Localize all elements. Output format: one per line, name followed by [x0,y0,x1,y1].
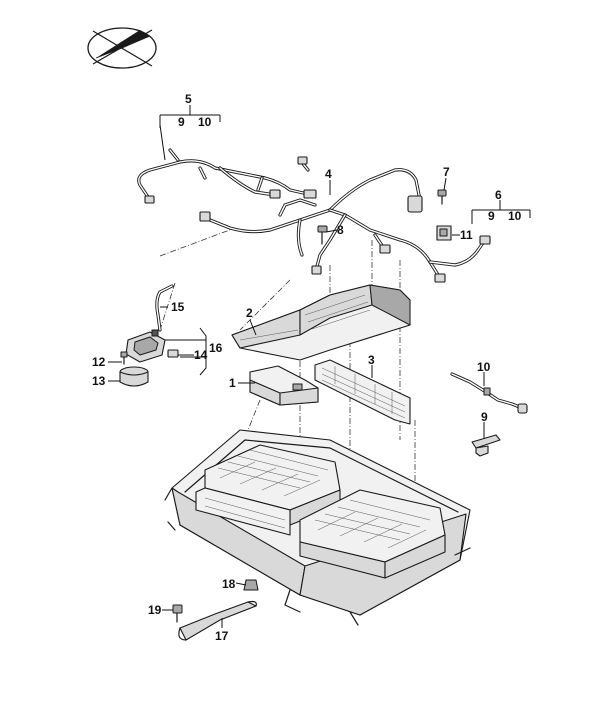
wiring-harness-5 [137,148,317,204]
callout-5: 5 [185,92,192,106]
grommet-13 [119,366,149,387]
bracket-bar-17 [178,600,257,641]
callout-1: 1 [229,376,236,390]
wiring-harness-6 [407,195,491,267]
wiring-harness-4 [199,168,446,283]
callout-7: 7 [443,165,450,179]
bolt-19 [172,604,183,623]
battery-modules-left [195,444,341,536]
callout-15: 15 [171,300,185,314]
bolt-7 [437,189,447,205]
bolt-8 [317,225,328,245]
callout-2: 2 [246,306,253,320]
callout-16: 16 [209,341,223,355]
callout-11: 11 [460,228,473,242]
nut-18 [243,579,259,591]
battery-panel-3 [314,359,411,425]
callout-4: 4 [325,167,332,181]
callout-19: 19 [148,603,162,617]
screw-12 [120,351,128,365]
callout-18: 18 [222,577,236,591]
callout-12: 12 [92,355,106,369]
callout-6: 6 [495,188,502,202]
callout-17: 17 [215,629,229,643]
clip-14 [167,349,179,358]
service-plug-assembly-16 [125,329,166,363]
control-module-1 [249,365,319,406]
cable-10 [450,372,528,414]
bracket-9 [471,434,501,457]
battery-modules-right [299,489,446,579]
callout-14: 14 [194,348,208,362]
direction-arrow-emblem-icon [87,27,157,69]
callout-10: 10 [477,360,491,374]
callout-6-sub-9: 9 [488,209,495,223]
callout-3: 3 [368,353,375,367]
callout-13: 13 [92,374,106,388]
cover-duct-2 [231,284,411,361]
cable-15 [155,284,174,332]
callouts: 5 9 10 4 7 6 9 10 8 11 15 2 16 12 14 3 1… [92,92,522,643]
callout-5-sub-9: 9 [178,115,185,129]
callout-5-sub-10: 10 [198,115,212,129]
leader-lines [108,105,531,628]
callout-6-sub-10: 10 [508,209,522,223]
bracket-11 [436,225,452,241]
callout-8: 8 [337,223,344,237]
callout-9: 9 [481,410,488,424]
